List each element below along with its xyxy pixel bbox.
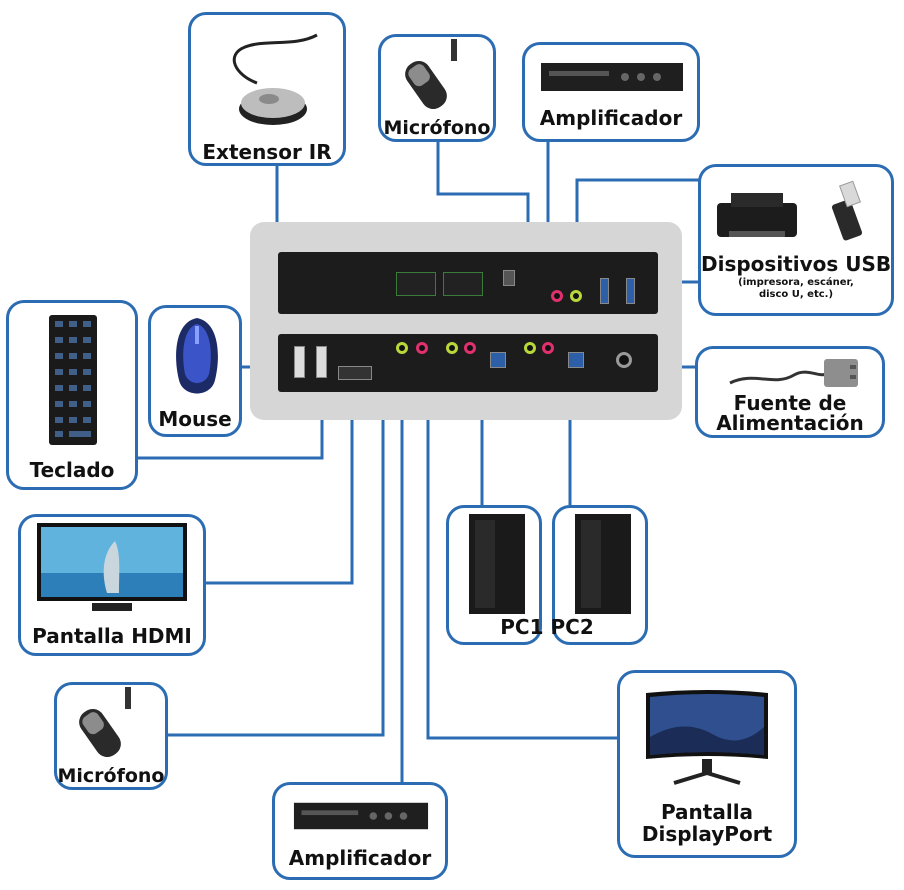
amp-bottom-label: Amplificador (288, 846, 432, 870)
mic-jack-pc2 (542, 342, 554, 354)
keyboard-box: Teclado (6, 300, 138, 490)
amp-bottom-box: Amplificador (272, 782, 448, 880)
mouse-icon (176, 318, 218, 394)
usb-port-mouse (294, 346, 305, 378)
pc2-box (552, 505, 648, 645)
monitor-icon (37, 523, 187, 611)
mouse-box: Mouse (148, 305, 242, 437)
pc-label: PC1 PC2 (500, 615, 594, 639)
ir-extender-label: Extensor IR (202, 140, 332, 164)
wire-hdmi (204, 380, 354, 585)
microphone-icon (405, 39, 457, 110)
pc1-box (446, 505, 542, 645)
audio-jack-pc1 (446, 342, 458, 354)
kvm-front-panel (278, 334, 658, 392)
mic-jack-front (416, 342, 428, 354)
pc2-tower-icon (575, 514, 631, 614)
pc1-tower-icon (469, 514, 525, 614)
usb-port-rear-2 (626, 278, 635, 304)
mic-jack-rear (551, 290, 563, 302)
ir-extender-icon (232, 33, 318, 125)
usb-devices-box: Dispositivos USB (impresora, escáner, di… (698, 164, 894, 316)
ir-extender-box: Extensor IR (188, 12, 346, 166)
mic-bottom-box: Micrófono (54, 682, 168, 790)
amp-top-box: Amplificador (522, 42, 700, 142)
usb-devices-label: Dispositivos USB (701, 252, 892, 276)
curved-monitor-icon (646, 690, 768, 785)
usb-port-rear-1 (600, 278, 609, 304)
audio-jack-rear (570, 290, 582, 302)
usb-drive-icon (831, 180, 863, 241)
status-leds-1 (396, 272, 436, 296)
audio-jack-pc2 (524, 342, 536, 354)
hdmi-display-label: Pantalla HDMI (32, 624, 192, 648)
dc-power-port (616, 352, 632, 368)
usb-b-port-pc2 (568, 352, 584, 368)
power-supply-label: Fuente de Alimentación (716, 391, 864, 435)
mic-jack-pc1 (464, 342, 476, 354)
hdmi-port (338, 366, 372, 380)
audio-jack-front (396, 342, 408, 354)
kvm-switch (250, 222, 682, 420)
amplifier-icon (541, 63, 683, 91)
amp-top-label: Amplificador (539, 106, 683, 130)
power-adapter-icon (729, 359, 858, 387)
keyboard-label: Teclado (29, 458, 115, 482)
usb-b-port-pc1 (490, 352, 506, 368)
mic-bottom-label: Micrófono (57, 765, 165, 787)
mouse-label: Mouse (158, 407, 232, 431)
printer-icon (717, 193, 797, 237)
usb-devices-sublabel: (impresora, escáner, disco U, etc.) (738, 277, 854, 300)
keyboard-icon (49, 315, 97, 445)
hdmi-display-box: Pantalla HDMI (18, 514, 206, 656)
kvm-rear-panel (278, 252, 658, 314)
microphone-icon-bottom (79, 687, 131, 758)
displayport-display-label: Pantalla DisplayPort (641, 800, 773, 846)
mic-top-label: Micrófono (383, 117, 491, 139)
power-supply-box: Fuente de Alimentación (695, 346, 885, 438)
ir-port (503, 270, 515, 286)
displayport-display-box: Pantalla DisplayPort (617, 670, 797, 858)
status-leds-2 (443, 272, 483, 296)
amplifier-icon-bottom (293, 802, 429, 830)
usb-port-keyboard (316, 346, 327, 378)
mic-top-box: Micrófono (378, 34, 496, 142)
wire-displayport (426, 365, 619, 740)
